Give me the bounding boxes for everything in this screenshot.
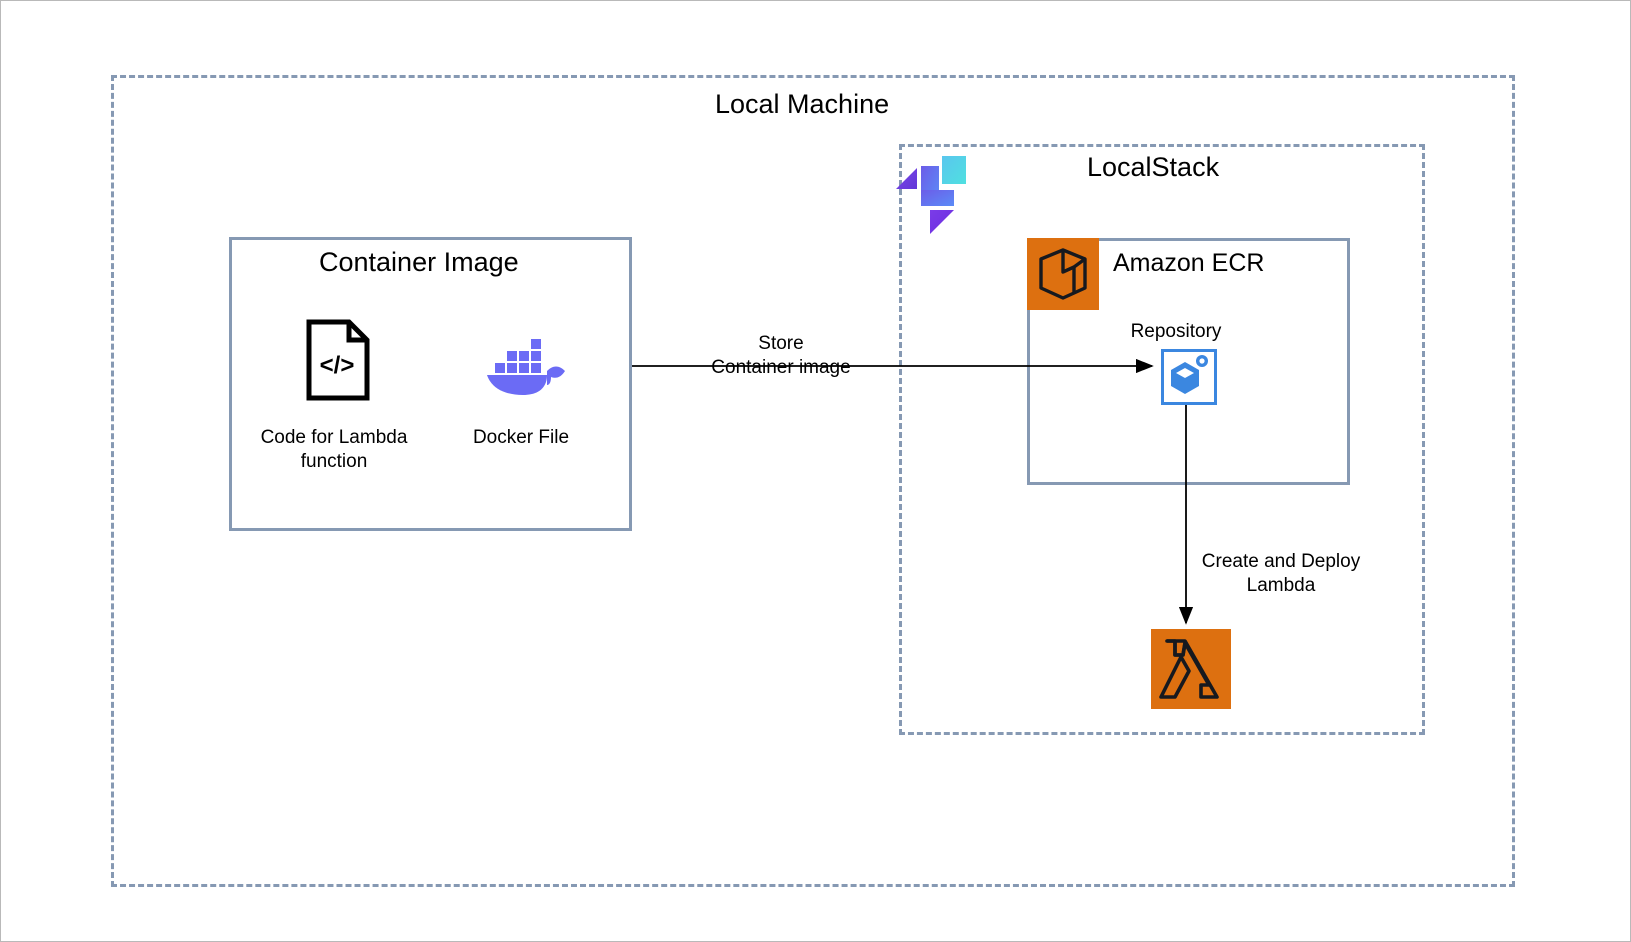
- create-deploy-lambda-label: Create and Deploy Lambda: [1201, 551, 1361, 596]
- svg-text:</>: </>: [320, 352, 355, 379]
- store-container-image-label: Store Container image: [711, 333, 851, 378]
- local-machine-title: Local Machine: [715, 89, 890, 119]
- container-image-box: [229, 237, 632, 531]
- store-container-image-arrow: [632, 356, 1164, 376]
- repository-cube-icon: [1161, 349, 1217, 405]
- aws-lambda-icon: [1151, 629, 1231, 709]
- create-deploy-lambda-arrow: [1176, 405, 1196, 633]
- localstack-title: LocalStack: [1087, 152, 1220, 182]
- amazon-ecr-icon: [1027, 238, 1099, 310]
- localstack-logo-icon: [896, 156, 976, 234]
- code-for-lambda-label: Code for Lambda function: [260, 427, 408, 472]
- docker-whale-icon: [479, 331, 567, 397]
- repository-label: Repository: [1130, 321, 1222, 342]
- localstack-container: [899, 144, 1425, 735]
- code-file-icon: </>: [306, 319, 370, 401]
- amazon-ecr-title: Amazon ECR: [1113, 249, 1265, 277]
- docker-file-label: Docker File: [472, 427, 570, 448]
- local-machine-container: [111, 75, 1515, 887]
- container-image-title: Container Image: [319, 247, 519, 277]
